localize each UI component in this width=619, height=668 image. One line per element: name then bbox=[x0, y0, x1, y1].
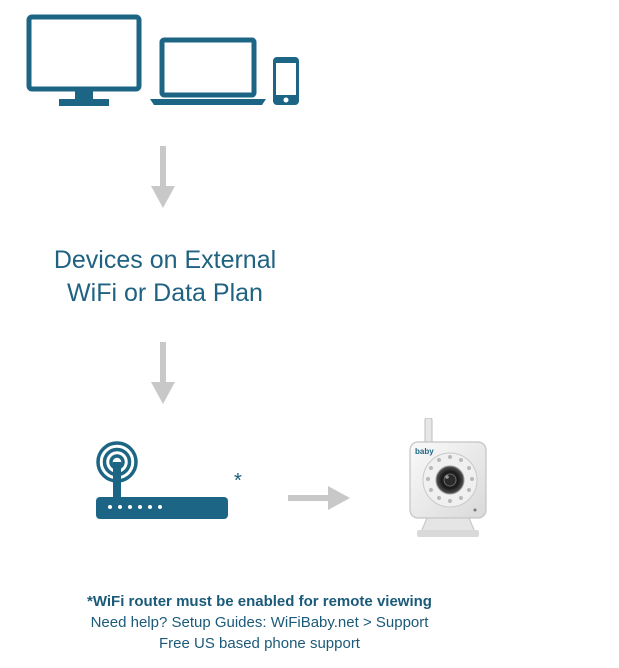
devices-label: Devices on External WiFi or Data Plan bbox=[40, 244, 290, 310]
footer-support: Free US based phone support bbox=[159, 635, 360, 652]
devices-label-line1: Devices on External bbox=[53, 246, 277, 274]
camera-image: baby bbox=[409, 418, 487, 537]
camera-brand: baby bbox=[415, 447, 434, 456]
right-arrow-icon bbox=[288, 486, 350, 510]
monitor-icon bbox=[26, 14, 142, 106]
down-arrow-icon bbox=[151, 342, 175, 404]
laptop-icon bbox=[150, 37, 266, 105]
footer-help: Need help? Setup Guides: WiFiBaby.net > … bbox=[90, 614, 429, 631]
router-asterisk: * bbox=[234, 470, 242, 492]
footer-note: *WiFi router must be enabled for remote … bbox=[87, 593, 432, 610]
smartphone-icon bbox=[273, 57, 299, 105]
down-arrow-icon bbox=[151, 146, 175, 208]
router-icon bbox=[96, 441, 228, 519]
footer: *WiFi router must be enabled for remote … bbox=[0, 591, 519, 654]
devices-label-line2: WiFi or Data Plan bbox=[67, 279, 263, 307]
